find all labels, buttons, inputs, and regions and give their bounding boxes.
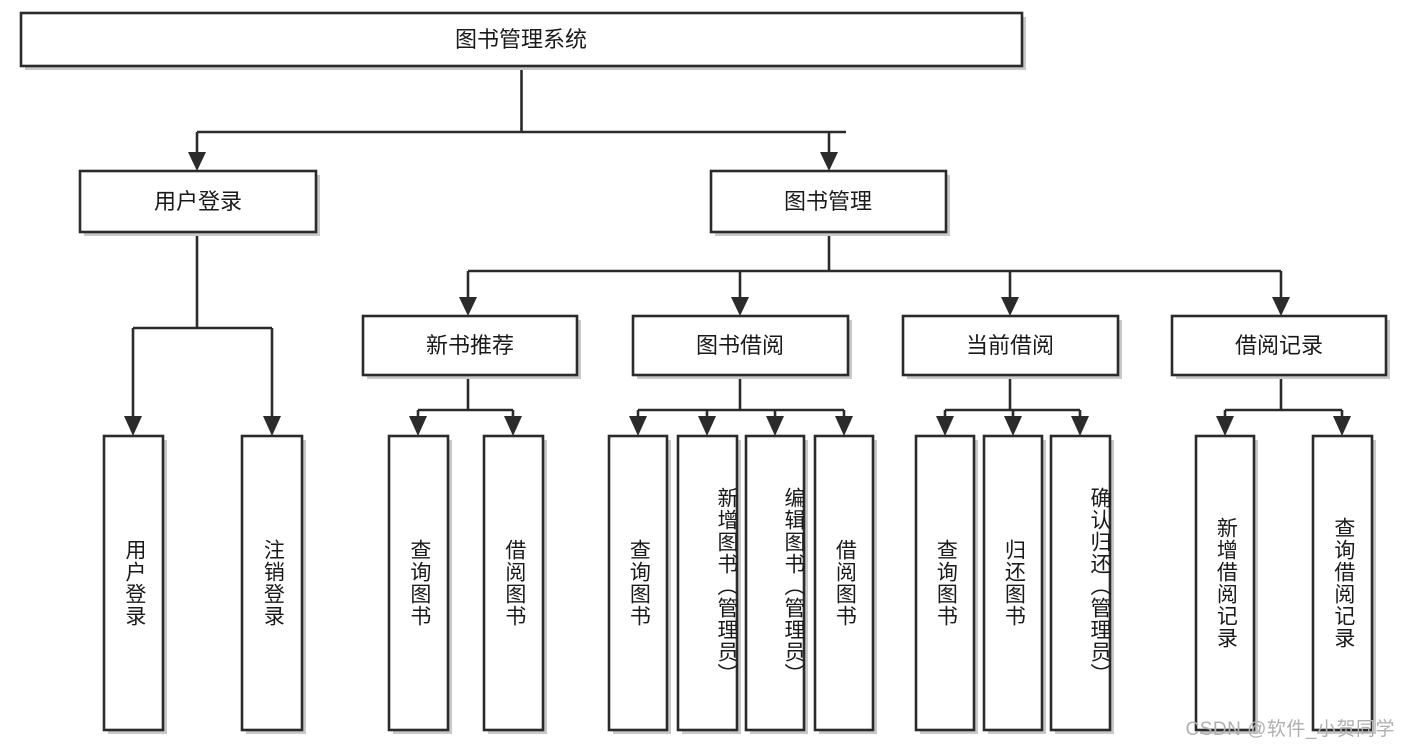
arrow-to-leaf-return-book — [1004, 416, 1022, 436]
arrow-to-leaf-borrow-book-rec — [504, 416, 522, 436]
arrow-to-borrow-record — [1272, 297, 1290, 316]
arrow-to-leaf-query-borrow-record — [1333, 416, 1351, 436]
leaf-user-logout-box[interactable] — [240, 434, 304, 732]
leaf-edit-book-admin-box[interactable] — [744, 434, 806, 732]
connectors-user-login-to-leaves — [124, 232, 281, 436]
arrow-to-leaf-confirm-return-admin — [1071, 416, 1089, 436]
node-current-borrow[interactable]: 当前借阅 — [901, 314, 1122, 379]
leaf-query-borrow-record-box[interactable] — [1311, 434, 1374, 732]
leaf-add-borrow-record-box[interactable] — [1194, 434, 1256, 732]
current-borrow-box[interactable] — [901, 314, 1120, 377]
leaf-query-book-rec-box[interactable] — [387, 434, 450, 732]
arrow-to-leaf-query-book-rec — [409, 416, 427, 436]
current-borrow-label: 当前借阅 — [966, 333, 1054, 358]
leaf-borrow-book-rec-box[interactable] — [482, 434, 545, 732]
node-book-borrow[interactable]: 图书借阅 — [631, 314, 852, 379]
leaf-query-book-current-box[interactable] — [914, 434, 976, 732]
leaf-add-book-admin-box[interactable] — [676, 434, 739, 732]
borrow-record-label: 借阅记录 — [1235, 333, 1323, 358]
arrow-to-leaf-user-login — [124, 416, 142, 436]
connectors-current-borrow-to-leaves — [936, 375, 1089, 436]
user-login-box[interactable] — [78, 169, 318, 234]
node-borrow-record[interactable]: 借阅记录 — [1170, 314, 1390, 379]
root-box[interactable] — [19, 11, 1024, 68]
arrow-to-book-borrow — [731, 297, 749, 316]
leaf-borrow-book-box[interactable] — [813, 434, 875, 732]
root-label: 图书管理系统 — [455, 27, 587, 52]
new-book-recommend-box[interactable] — [361, 314, 579, 377]
connectors-book-borrow-to-leaves — [629, 375, 853, 436]
book-manage-box[interactable] — [709, 169, 948, 234]
node-book-manage[interactable]: 图书管理 — [709, 169, 950, 236]
leaf-user-login-box[interactable] — [102, 434, 165, 732]
arrow-to-leaf-add-borrow-record — [1216, 416, 1234, 436]
leaf-boxes — [102, 434, 1376, 734]
leaf-confirm-return-admin-box[interactable] — [1049, 434, 1112, 732]
node-new-book-recommend[interactable]: 新书推荐 — [361, 314, 581, 379]
book-borrow-label: 图书借阅 — [696, 333, 784, 358]
connectors-new-book-recommend-to-leaves — [409, 375, 522, 436]
watermark-text: CSDN @软件_小贺同学 — [1185, 719, 1395, 740]
borrow-record-box[interactable] — [1170, 314, 1388, 377]
arrow-to-book-manage — [820, 152, 838, 171]
node-root[interactable]: 图书管理系统 — [19, 11, 1026, 70]
connectors-root-to-level2 — [188, 66, 846, 171]
arrow-to-user-login — [188, 152, 206, 171]
connectors-book-manage-to-level3 — [459, 232, 1290, 316]
arrow-to-leaf-query-book-borrow — [629, 416, 647, 436]
arrow-to-leaf-edit-book-admin — [766, 416, 784, 436]
book-manage-label: 图书管理 — [784, 189, 872, 214]
arrow-to-leaf-add-book-admin — [698, 416, 716, 436]
leaf-query-book-borrow-box[interactable] — [607, 434, 669, 732]
user-login-label: 用户登录 — [154, 189, 242, 214]
connectors-borrow-record-to-leaves — [1216, 375, 1351, 436]
leaf-return-book-box[interactable] — [982, 434, 1044, 732]
arrow-to-leaf-query-book-current — [936, 416, 954, 436]
arrow-to-current-borrow — [1001, 297, 1019, 316]
arrow-to-new-book-recommend — [459, 297, 477, 316]
new-book-recommend-label: 新书推荐 — [426, 333, 514, 358]
book-borrow-box[interactable] — [631, 314, 850, 377]
arrow-to-leaf-borrow-book — [835, 416, 853, 436]
arrow-to-leaf-user-logout — [263, 416, 281, 436]
node-user-login[interactable]: 用户登录 — [78, 169, 320, 236]
